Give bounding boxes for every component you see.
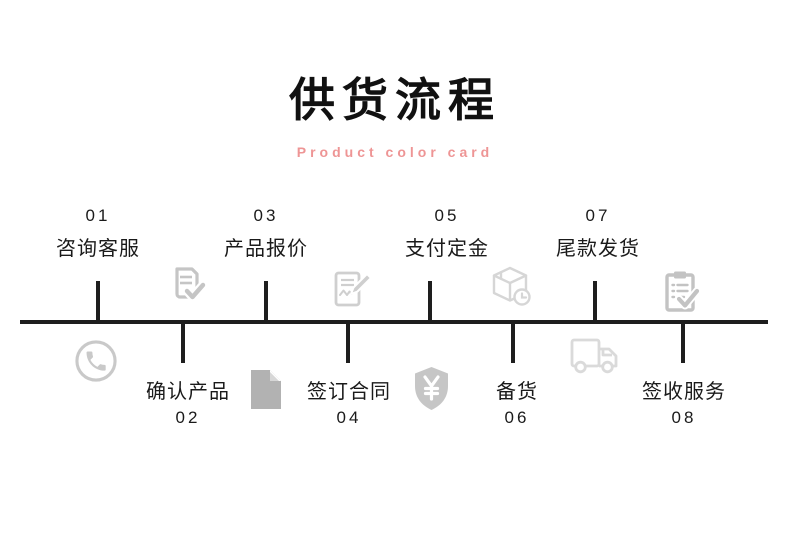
timeline-tick-08 [681,322,685,363]
step-label: 咨询客服 [56,238,140,260]
step-number: 02 [175,408,201,427]
timeline-line [20,320,768,324]
package-clock-icon [487,263,534,310]
step-03: 03 产品报价 [196,206,336,261]
step-06: 备货 06 [447,375,587,428]
step-number: 03 [253,206,279,225]
shield-yuan-icon [413,366,450,411]
phone-icon [74,339,118,383]
step-label: 支付定金 [405,238,489,260]
step-number: 07 [585,206,611,225]
timeline-tick-03 [264,281,268,322]
step-label: 签收服务 [642,381,726,403]
step-label: 签订合同 [307,381,391,403]
step-08: 签收服务 08 [614,375,754,428]
timeline-tick-07 [593,281,597,322]
contract-pen-icon [329,269,373,310]
step-05: 05 支付定金 [377,206,517,261]
step-01: 01 咨询客服 [28,206,168,261]
step-02: 确认产品 02 [118,375,258,428]
truck-icon [568,335,621,376]
step-number: 05 [434,206,460,225]
timeline-tick-05 [428,281,432,322]
page-subtitle: Product color card [296,144,494,160]
step-label: 备货 [496,381,538,403]
clipboard-check-icon [662,270,701,313]
step-04: 签订合同 04 [279,375,419,428]
page-title: 供货流程 [289,73,501,127]
step-number: 08 [671,408,697,427]
step-07: 07 尾款发货 [528,206,668,261]
document-icon [251,370,281,409]
step-number: 01 [85,206,111,225]
step-label: 产品报价 [224,238,308,260]
step-number: 04 [336,408,362,427]
timeline-tick-04 [346,322,350,363]
step-label: 确认产品 [146,381,230,403]
timeline-tick-02 [181,322,185,363]
step-number: 06 [504,408,530,427]
document-check-icon [166,264,208,305]
timeline-tick-01 [96,281,100,322]
step-label: 尾款发货 [556,238,640,260]
timeline-tick-06 [511,322,515,363]
